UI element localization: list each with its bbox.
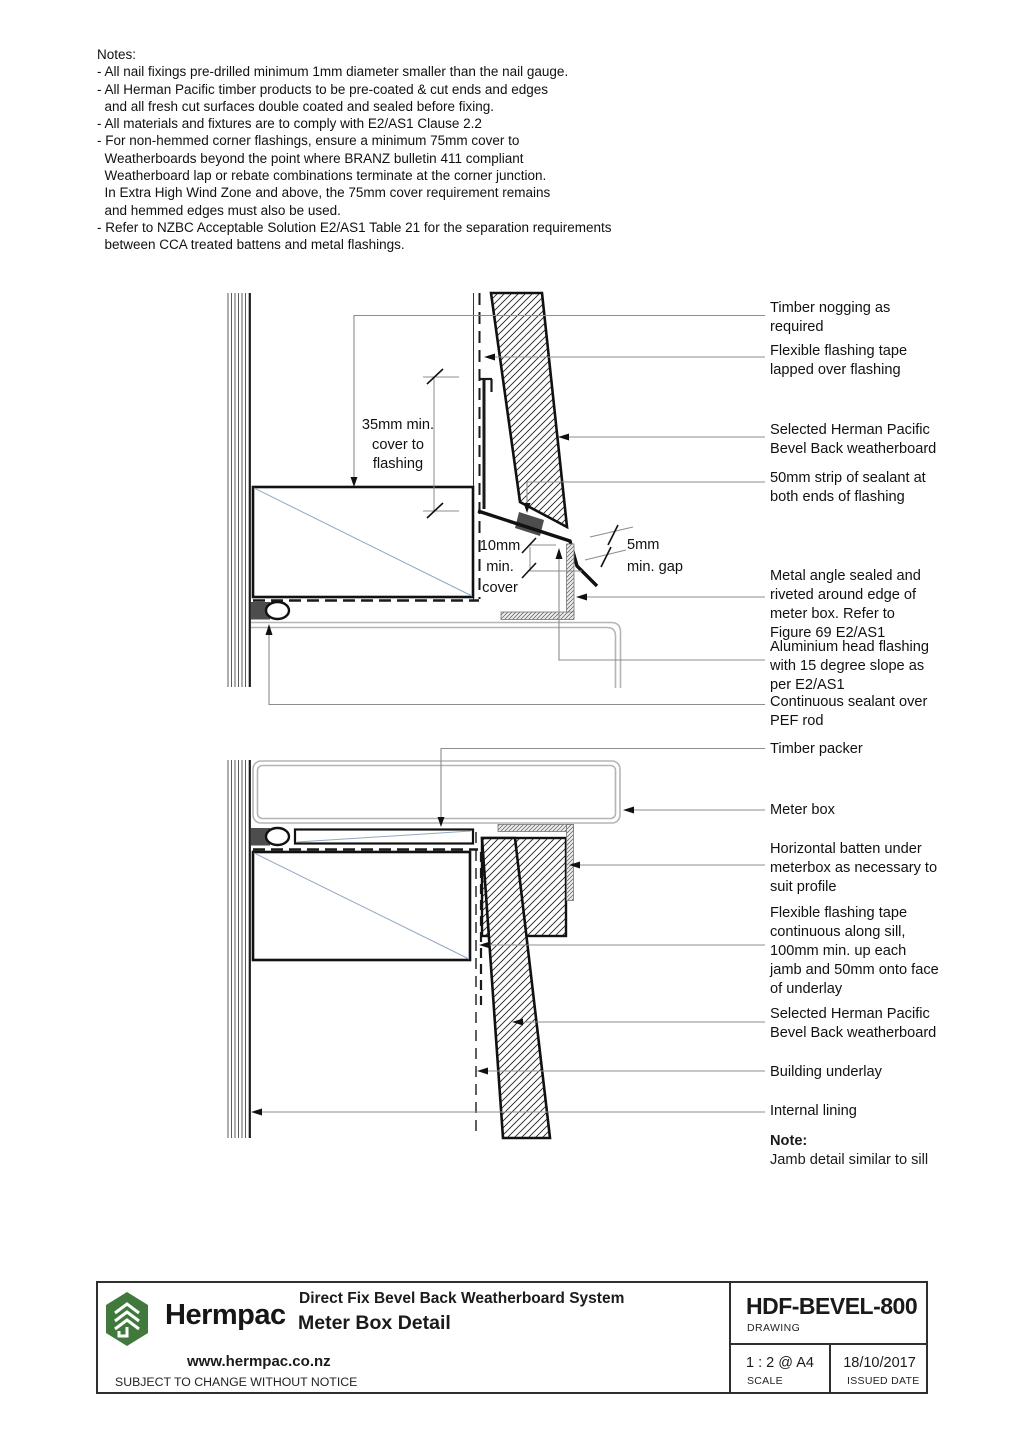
flashing-upstand — [479, 377, 493, 509]
callout-weatherboard-upper: Selected Herman Pacific Bevel Back weath… — [770, 422, 937, 457]
callout-metal-angle: Metal angle sealed and riveted around ed… — [770, 568, 921, 641]
dimension-5mm-gap — [584, 524, 634, 568]
callout-flashing-tape-head: Flexible flashing tape lapped over flash… — [770, 343, 908, 378]
title-block-right: HDF-BEVEL-800 DRAWING 1 : 2 @ A4 SCALE 1… — [729, 1283, 928, 1394]
drawing-number-label: DRAWING — [747, 1322, 801, 1334]
weatherboard-upper — [489, 291, 569, 530]
scale-date-row: 1 : 2 @ A4 SCALE 18/10/2017 ISSUED DATE — [731, 1343, 928, 1394]
callout-horizontal-batten: Horizontal batten under meterbox as nece… — [770, 841, 938, 895]
internal-lining-lower — [227, 760, 251, 1138]
notes-block: Notes: - All nail fixings pre-drilled mi… — [97, 47, 612, 253]
meter-box-outline — [252, 760, 621, 824]
issued-date-label: ISSUED DATE — [847, 1375, 920, 1387]
pef-rod-sealant-upper — [251, 600, 291, 621]
drawing-title: Meter Box Detail — [298, 1312, 451, 1334]
callout-flashing-tape-sill: Flexible flashing tape continuous along … — [770, 905, 939, 997]
scale-value: 1 : 2 @ A4 — [746, 1355, 814, 1371]
title-block: Hermpac www.hermpac.co.nz SUBJECT TO CHA… — [96, 1281, 928, 1394]
callout-internal-lining: Internal lining — [770, 1103, 857, 1119]
dimension-label-5mm-gap: 5mm min. gap — [627, 537, 683, 575]
timber-nogging-upper — [251, 485, 475, 599]
internal-lining-upper — [227, 293, 251, 687]
dimension-label-10mm: 10mm min. cover — [479, 538, 521, 596]
callout-timber-nogging: Timber nogging as required — [770, 300, 891, 335]
issued-date-cell: 18/10/2017 ISSUED DATE — [831, 1345, 928, 1394]
callout-pef-rod-sealant: Continuous sealant over PEF rod — [770, 694, 928, 729]
callout-weatherboard-lower: Selected Herman Pacific Bevel Back weath… — [770, 1006, 937, 1041]
drawing-note-body: Jamb detail similar to sill — [770, 1152, 929, 1168]
leader-arrows-upper — [265, 353, 587, 635]
drawing-note-title: Note: — [770, 1133, 808, 1149]
brand-name: Hermpac — [165, 1299, 286, 1331]
timber-packer — [293, 828, 475, 845]
metal-angle-lower — [497, 824, 574, 901]
issued-date-value: 18/10/2017 — [843, 1355, 916, 1371]
pef-rod-sealant-lower — [251, 826, 291, 847]
drawing-number: HDF-BEVEL-800 — [746, 1293, 918, 1319]
dimension-label-35mm: 35mm min. cover to flashing — [361, 417, 435, 472]
callout-sealant-strip: 50mm strip of sealant at both ends of fl… — [770, 470, 926, 505]
scale-cell: 1 : 2 @ A4 SCALE — [731, 1345, 831, 1394]
callout-meter-box: Meter box — [770, 802, 835, 818]
dimension-10mm — [521, 537, 582, 579]
callout-timber-packer: Timber packer — [770, 741, 863, 757]
sill-detail — [227, 747, 765, 1140]
system-title: Direct Fix Bevel Back Weatherboard Syste… — [299, 1290, 625, 1307]
website-text: www.hermpac.co.nz — [187, 1353, 331, 1370]
disclaimer-text: SUBJECT TO CHANGE WITHOUT NOTICE — [115, 1375, 358, 1389]
weatherboard-lower — [480, 836, 552, 1140]
leader-lines-lower — [258, 747, 765, 1113]
timber-nogging-lower — [251, 850, 472, 962]
head-detail — [227, 291, 765, 706]
callout-building-underlay: Building underlay — [770, 1064, 882, 1080]
leader-arrows-lower — [251, 806, 634, 1116]
scale-label: SCALE — [747, 1375, 783, 1387]
dimension-35mm — [423, 368, 459, 519]
metal-angle-upper — [500, 543, 575, 620]
leader-lines-upper — [268, 314, 765, 706]
callout-aluminium-flashing: Aluminium head flashing with 15 degree s… — [770, 639, 929, 693]
meter-box-top-outline — [251, 621, 622, 688]
hermpac-logo-icon — [106, 1292, 148, 1346]
